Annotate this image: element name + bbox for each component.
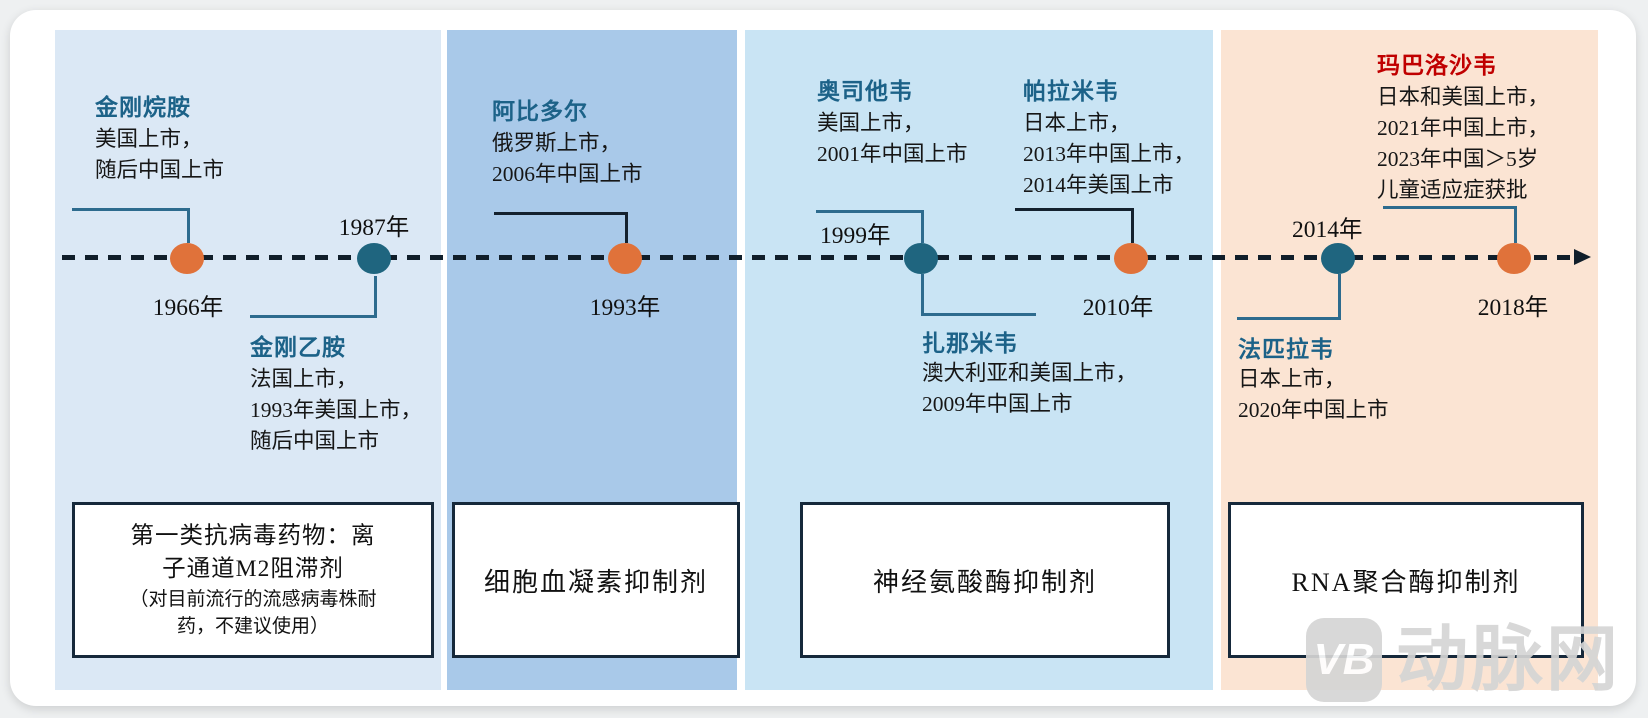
detail-line: 澳大利亚和美国上市，: [922, 361, 1138, 385]
year-label-1993: 1993年: [589, 295, 661, 321]
drug-name-arbidol: 阿比多尔: [492, 99, 588, 124]
detail-line: 法国上市，: [250, 367, 358, 391]
year-label-2010: 2010年: [1082, 295, 1154, 321]
detail-line: 日本上市，: [1023, 111, 1131, 135]
timeline-dot-1999: [904, 243, 938, 274]
detail-line: 美国上市，: [95, 127, 203, 151]
year-label-1966: 1966年: [152, 295, 224, 321]
class-box-hemagglutinin: 细胞血凝素抑制剂: [452, 502, 740, 658]
timeline-arrowhead-icon: [1574, 249, 1591, 265]
detail-line: 2020年中国上市: [1238, 398, 1389, 422]
vcbeat-logo-letters: VB: [1313, 635, 1375, 684]
drug-detail-baloxavir: 日本和美国上市， 2021年中国上市， 2023年中国＞5岁 儿童适应症获批: [1377, 82, 1549, 206]
class-box-note-line: 药，不建议使用）: [176, 616, 329, 637]
detail-line: 1993年美国上市，: [250, 398, 423, 422]
vcbeat-brand-text: 动脉网: [1396, 620, 1622, 700]
year-label-2018: 2018年: [1477, 295, 1549, 321]
class-box-label: 细胞血凝素抑制剂: [483, 567, 708, 597]
connector-zanamivir: [921, 274, 1036, 316]
drug-name-amantadine: 金刚烷胺: [95, 95, 191, 120]
drug-detail-rimantadine: 法国上市， 1993年美国上市， 随后中国上市: [250, 364, 422, 457]
drug-name-rimantadine: 金刚乙胺: [250, 335, 346, 360]
timeline-dashed-axis: [62, 255, 1574, 260]
detail-line: 2009年中国上市: [922, 392, 1073, 416]
connector-peramivir: [1015, 208, 1134, 243]
detail-line: 美国上市，: [817, 111, 925, 135]
connector-rimantadine: [250, 276, 377, 318]
detail-line: 日本和美国上市，: [1377, 85, 1550, 109]
timeline-dot-2010: [1114, 243, 1148, 274]
detail-line: 2021年中国上市，: [1377, 116, 1550, 140]
connector-arbidol: [494, 212, 628, 243]
timeline-dot-1966: [170, 243, 204, 274]
year-label-1987: 1987年: [338, 215, 410, 241]
class-box-title-line: 第一类抗病毒药物：离: [130, 523, 376, 549]
detail-line: 儿童适应症获批: [1377, 178, 1528, 202]
timeline-dot-1993: [608, 243, 642, 274]
drug-detail-amantadine: 美国上市， 随后中国上市: [95, 124, 224, 186]
connector-oseltamivir: [816, 210, 924, 243]
vcbeat-watermark: VB 动脉网: [1306, 618, 1621, 702]
vcbeat-logo-icon: VB: [1306, 618, 1382, 702]
class-box-label: RNA聚合酶抑制剂: [1291, 567, 1521, 597]
class-box-note-line: （对目前流行的流感病毒株耐: [129, 589, 377, 610]
class-box-title-line: 子通道M2阻滞剂: [162, 556, 344, 582]
detail-line: 2013年中国上市，: [1023, 142, 1196, 166]
timeline-dot-1987: [357, 243, 391, 274]
drug-detail-arbidol: 俄罗斯上市， 2006年中国上市: [492, 128, 643, 190]
class-box-rna-polymerase: RNA聚合酶抑制剂: [1228, 502, 1584, 658]
detail-line: 2006年中国上市: [492, 162, 643, 186]
class-box-neuraminidase: 神经氨酸酶抑制剂: [800, 502, 1170, 658]
detail-line: 日本上市，: [1238, 367, 1346, 391]
drug-detail-zanamivir: 澳大利亚和美国上市， 2009年中国上市: [922, 358, 1137, 420]
detail-line: 俄罗斯上市，: [492, 131, 622, 155]
detail-line: 随后中国上市: [95, 158, 225, 182]
drug-detail-peramivir: 日本上市， 2013年中国上市， 2014年美国上市: [1023, 108, 1195, 201]
drug-name-baloxavir: 玛巴洛沙韦: [1377, 53, 1497, 78]
connector-baloxavir: [1383, 206, 1517, 243]
drug-name-zanamivir: 扎那米韦: [922, 331, 1018, 356]
connector-favipiravir: [1237, 274, 1341, 320]
timeline-dot-2018: [1497, 243, 1531, 274]
detail-line: 随后中国上市: [250, 429, 380, 453]
class-box-label: 神经氨酸酶抑制剂: [872, 567, 1097, 597]
detail-line: 2001年中国上市: [817, 142, 968, 166]
connector-amantadine: [72, 208, 190, 243]
drug-detail-oseltamivir: 美国上市， 2001年中国上市: [817, 108, 968, 170]
class-box-m2-blocker: 第一类抗病毒药物：离 子通道M2阻滞剂 （对目前流行的流感病毒株耐 药，不建议使…: [72, 502, 434, 658]
drug-name-peramivir: 帕拉米韦: [1023, 79, 1119, 104]
year-label-2014: 2014年: [1292, 217, 1363, 243]
timeline-dot-2014: [1321, 243, 1355, 274]
drug-name-oseltamivir: 奥司他韦: [817, 79, 913, 104]
drug-name-favipiravir: 法匹拉韦: [1238, 337, 1334, 362]
year-label-1999: 1999年: [820, 223, 891, 249]
drug-detail-favipiravir: 日本上市， 2020年中国上市: [1238, 364, 1389, 426]
detail-line: 2014年美国上市: [1023, 173, 1174, 197]
detail-line: 2023年中国＞5岁: [1377, 147, 1539, 171]
